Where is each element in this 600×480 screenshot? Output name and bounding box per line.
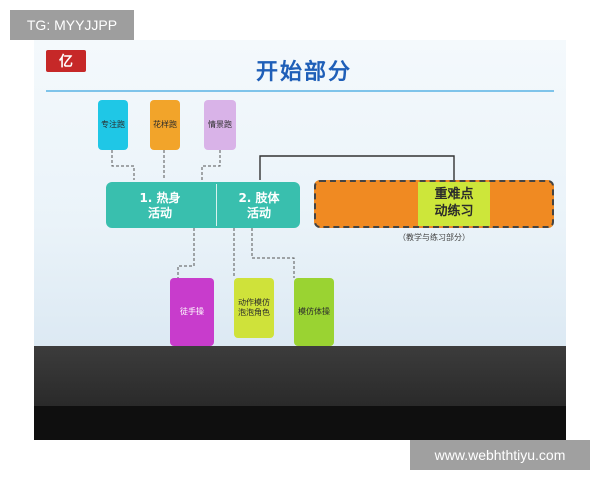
photo: 亿 开始部分 专注跑 花样跑 情景跑 1. 热身 活动 2. 肢体 活动 重难点… (34, 40, 566, 440)
watermark-tag: TG: MYYJJPP (10, 10, 134, 40)
watermark-url: www.webhthtiyu.com (410, 440, 590, 470)
top-box-3: 情景跑 (204, 100, 236, 150)
limb-label: 2. 肢体 活动 (238, 191, 280, 220)
bar-divider (216, 184, 217, 226)
top-box-2: 花样跑 (150, 100, 180, 150)
slide-title: 开始部分 (255, 60, 352, 85)
focus-label: 重难点 动练习 (418, 182, 490, 226)
dark-floor (34, 406, 566, 440)
bottom-box-2: 动作模仿 泡泡角色 (234, 278, 274, 338)
warmup-bar (106, 182, 300, 228)
warmup-label: 1. 热身 活动 (139, 191, 181, 220)
screen-bezel (34, 346, 566, 406)
title-rule (46, 90, 554, 92)
logo: 亿 (46, 50, 86, 72)
bottom-box-3: 模仿体操 (294, 278, 334, 346)
projected-slide: 亿 开始部分 专注跑 花样跑 情景跑 1. 热身 活动 2. 肢体 活动 重难点… (34, 40, 566, 346)
connector-lines (111, 150, 455, 278)
top-box-1: 专注跑 (98, 100, 128, 150)
focus-caption: （教学与练习部分） (398, 233, 470, 242)
bottom-box-1: 徒手操 (170, 278, 214, 346)
